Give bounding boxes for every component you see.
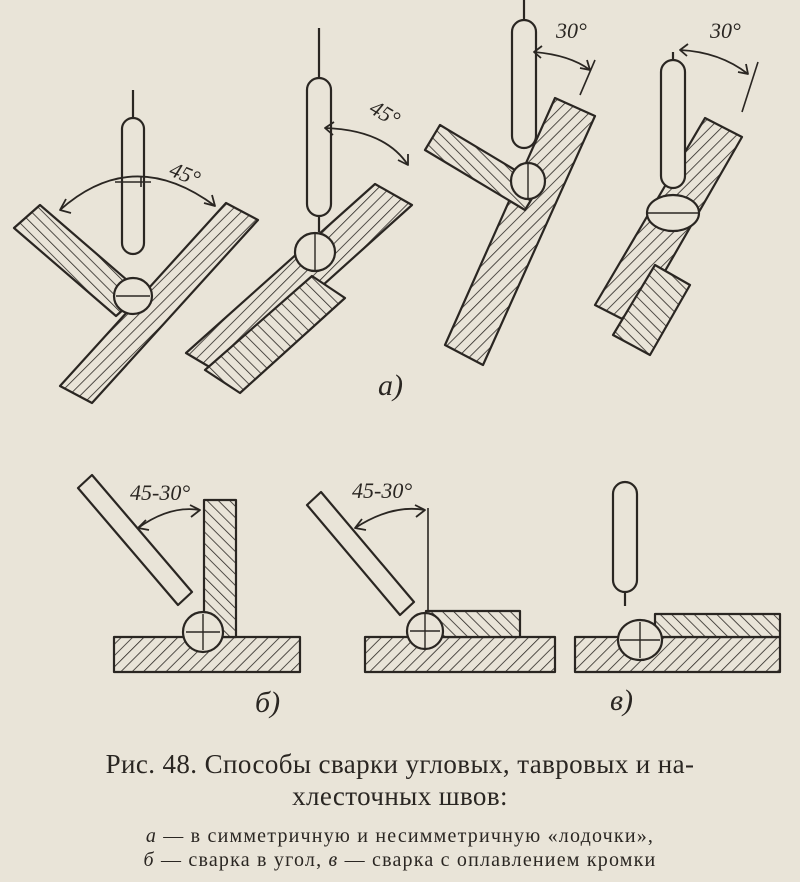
angle-arc [324, 127, 409, 166]
scene-a2 [184, 28, 414, 395]
base-plate [112, 635, 302, 674]
caption-title-line1: Рис. 48. Способы сварки угловых, тавровы… [105, 749, 695, 779]
figure-caption: Рис. 48. Способы сварки угловых, тавровы… [0, 740, 800, 882]
scene-a4 [593, 43, 759, 357]
note-a-letter: а [145, 825, 158, 847]
subfigure-label-v: в) [610, 684, 633, 717]
note-a-text: — в симметричную и несимметричную «лодоч… [157, 825, 655, 847]
angle-label-a2: 45° [366, 95, 405, 132]
subfigure-label-a: а) [378, 369, 403, 402]
angle-arc [533, 51, 591, 71]
angle-arc [354, 507, 426, 529]
caption-title: Рис. 48. Способы сварки угловых, тавровы… [30, 748, 770, 812]
electrode [659, 58, 687, 190]
plate-back [611, 263, 692, 357]
base-plate [363, 635, 557, 674]
angle-label-a4: 30° [709, 18, 741, 43]
electrode [305, 76, 333, 218]
base-plate [573, 635, 782, 674]
angle-label-b1: 45-30° [130, 480, 190, 505]
scene-a3 [423, 0, 597, 367]
angle-label-a3: 30° [555, 18, 587, 43]
angle-label-a1: 45° [166, 156, 204, 191]
angle-arc [59, 175, 216, 211]
angle-arc [137, 508, 201, 529]
scene-v [573, 480, 782, 674]
welding-diagram: 45° 45° 30° 30° 45-30° 45-30° а) б) в) [12, 0, 782, 719]
angle-arc [679, 49, 749, 75]
electrode [76, 473, 194, 607]
scene-b2 [305, 490, 557, 674]
caption-title-line2: хлесточных швов: [292, 781, 508, 811]
scene-b1 [76, 473, 302, 674]
note-v-text: — сварка с оплавлением кромки [338, 849, 657, 871]
electrode [611, 480, 639, 594]
electrode [510, 18, 538, 150]
subfigure-label-b: б) [255, 686, 280, 719]
note-b-text: — сварка в угол, [154, 849, 329, 871]
electrode [305, 490, 416, 617]
angle-label-b2: 45-30° [352, 478, 412, 503]
lap-plate [653, 612, 782, 639]
note-v-letter: в [328, 849, 339, 871]
scene-a1 [12, 90, 260, 405]
plate-right [58, 201, 260, 405]
plate-lower [203, 274, 347, 395]
note-b-letter: б [143, 849, 155, 871]
caption-notes: а — в симметричную и несимметричную «лод… [20, 824, 780, 872]
